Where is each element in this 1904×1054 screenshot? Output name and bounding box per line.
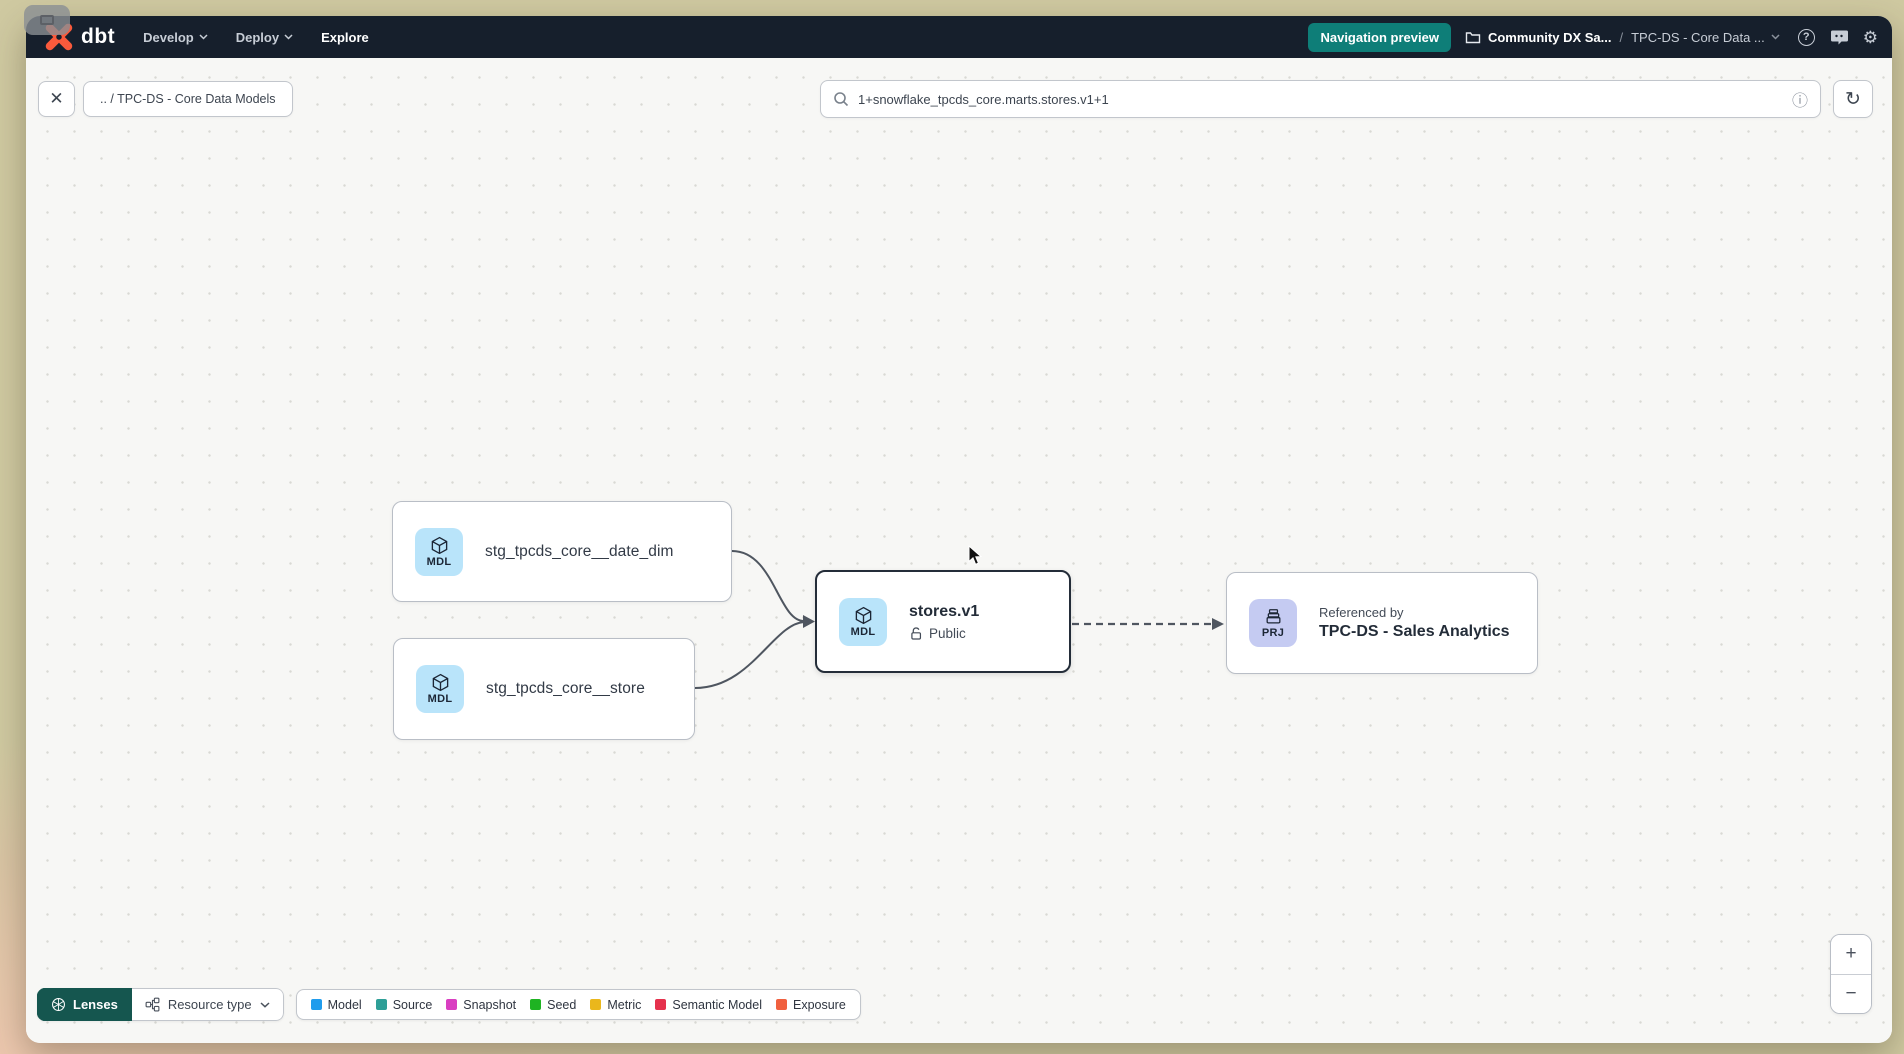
mouse-cursor	[968, 545, 983, 566]
resource-type-dropdown[interactable]: Resource type	[132, 988, 284, 1021]
refresh-button[interactable]: ↻	[1833, 80, 1873, 118]
lenses-button[interactable]: Lenses	[37, 988, 132, 1021]
access-label: Public	[929, 626, 966, 641]
navbar-right: Navigation preview Community DX Sa... / …	[1308, 23, 1878, 52]
legend-label: Exposure	[793, 998, 846, 1012]
navigation-preview-button[interactable]: Navigation preview	[1308, 23, 1450, 52]
zoom-controls: + −	[1830, 934, 1872, 1014]
lens-icon	[51, 997, 66, 1012]
help-icon[interactable]: ?	[1798, 29, 1815, 46]
dbt-logo-text: dbt	[81, 25, 115, 49]
navbar-icon-group: ? ⚙	[1798, 29, 1878, 46]
resource-type-label: Resource type	[168, 997, 252, 1012]
nav-menu-explore[interactable]: Explore	[321, 30, 369, 45]
legend-swatch	[530, 999, 541, 1010]
feedback-icon[interactable]	[1830, 29, 1848, 45]
node-stores-v1[interactable]: MDL stores.v1 Public	[815, 570, 1071, 673]
project-stack-icon	[1264, 607, 1283, 626]
close-button[interactable]: ✕	[38, 81, 75, 117]
legend-item: Snapshot	[446, 998, 516, 1012]
chevron-down-icon	[284, 34, 293, 40]
node-label: TPC-DS - Sales Analytics	[1319, 623, 1510, 641]
lineage-edges	[26, 58, 1892, 1043]
folder-icon	[1465, 31, 1481, 44]
gear-icon[interactable]: ⚙	[1863, 29, 1878, 46]
node-referenced-project[interactable]: PRJ Referenced by TPC-DS - Sales Analyti…	[1226, 572, 1538, 674]
model-badge: MDL	[839, 598, 887, 646]
account-name: Community DX Sa...	[1488, 30, 1612, 45]
app-window: dbt Develop Deploy Explore Navigation pr…	[26, 16, 1892, 1043]
search-icon	[833, 91, 849, 107]
legend-label: Source	[393, 998, 433, 1012]
nav-menu-deploy[interactable]: Deploy	[236, 30, 293, 45]
top-navbar: dbt Develop Deploy Explore Navigation pr…	[26, 16, 1892, 58]
legend-item: Source	[376, 998, 433, 1012]
legend-swatch	[776, 999, 787, 1010]
info-icon[interactable]: ⓘ	[1792, 87, 1808, 111]
search-input[interactable]	[858, 92, 1783, 107]
nav-menu-develop[interactable]: Develop	[143, 30, 208, 45]
referenced-by-label: Referenced by	[1319, 605, 1510, 620]
lenses-control: Lenses Resource type	[37, 988, 284, 1021]
model-badge: MDL	[415, 528, 463, 576]
breadcrumb-chip[interactable]: .. / TPC-DS - Core Data Models	[83, 81, 293, 117]
model-badge: MDL	[416, 665, 464, 713]
zoom-out-button[interactable]: −	[1831, 975, 1871, 1014]
node-label: stg_tpcds_core__date_dim	[485, 543, 674, 561]
project-selector[interactable]: TPC-DS - Core Data ...	[1631, 30, 1780, 45]
breadcrumb-separator: /	[1619, 30, 1623, 45]
legend-swatch	[311, 999, 322, 1010]
legend-label: Metric	[607, 998, 641, 1012]
badge-label: PRJ	[1262, 627, 1284, 639]
legend-swatch	[590, 999, 601, 1010]
chevron-down-icon	[199, 34, 208, 40]
search-bar: ⓘ	[820, 80, 1821, 118]
account-breadcrumb: Community DX Sa... / TPC-DS - Core Data …	[1465, 30, 1780, 45]
refresh-icon: ↻	[1845, 88, 1861, 111]
node-label: stg_tpcds_core__store	[486, 680, 645, 698]
node-stg-tpcds-core-store[interactable]: MDL stg_tpcds_core__store	[393, 638, 695, 740]
legend-label: Seed	[547, 998, 576, 1012]
cube-icon	[430, 536, 449, 555]
lock-open-icon	[909, 626, 923, 641]
breadcrumb: .. / TPC-DS - Core Data Models	[100, 92, 276, 106]
recording-indicator-glyph	[40, 15, 54, 25]
node-text: stores.v1 Public	[909, 603, 979, 641]
chevron-down-icon	[260, 1002, 270, 1008]
cube-icon	[431, 673, 450, 692]
legend-item: Metric	[590, 998, 641, 1012]
resource-type-legend: Model Source Snapshot Seed Metric Semant…	[296, 989, 861, 1020]
node-stg-tpcds-core-date-dim[interactable]: MDL stg_tpcds_core__date_dim	[392, 501, 732, 602]
legend-item: Seed	[530, 998, 576, 1012]
node-text: Referenced by TPC-DS - Sales Analytics	[1319, 605, 1510, 641]
node-label: stores.v1	[909, 603, 979, 621]
legend-label: Snapshot	[463, 998, 516, 1012]
account-selector[interactable]: Community DX Sa...	[1465, 30, 1612, 45]
project-badge: PRJ	[1249, 599, 1297, 647]
project-name: TPC-DS - Core Data ...	[1631, 30, 1765, 45]
legend-swatch	[655, 999, 666, 1010]
chevron-down-icon	[1771, 34, 1780, 40]
badge-label: MDL	[428, 693, 453, 705]
badge-label: MDL	[427, 556, 452, 568]
lenses-label: Lenses	[73, 997, 118, 1012]
resource-type-icon	[145, 997, 160, 1012]
badge-label: MDL	[851, 626, 876, 638]
lineage-canvas[interactable]: MDL stg_tpcds_core__date_dim MDL stg_tpc…	[26, 58, 1892, 1043]
zoom-in-button[interactable]: +	[1831, 935, 1871, 975]
cube-icon	[854, 606, 873, 625]
canvas-footer: Lenses Resource type Model Source Snapsh…	[37, 988, 861, 1021]
legend-swatch	[446, 999, 457, 1010]
legend-label: Model	[328, 998, 362, 1012]
access-row: Public	[909, 626, 979, 641]
recording-indicator-artifact	[24, 5, 70, 35]
legend-item: Exposure	[776, 998, 846, 1012]
legend-label: Semantic Model	[672, 998, 762, 1012]
legend-item: Model	[311, 998, 362, 1012]
legend-item: Semantic Model	[655, 998, 762, 1012]
close-icon: ✕	[49, 89, 63, 109]
legend-swatch	[376, 999, 387, 1010]
